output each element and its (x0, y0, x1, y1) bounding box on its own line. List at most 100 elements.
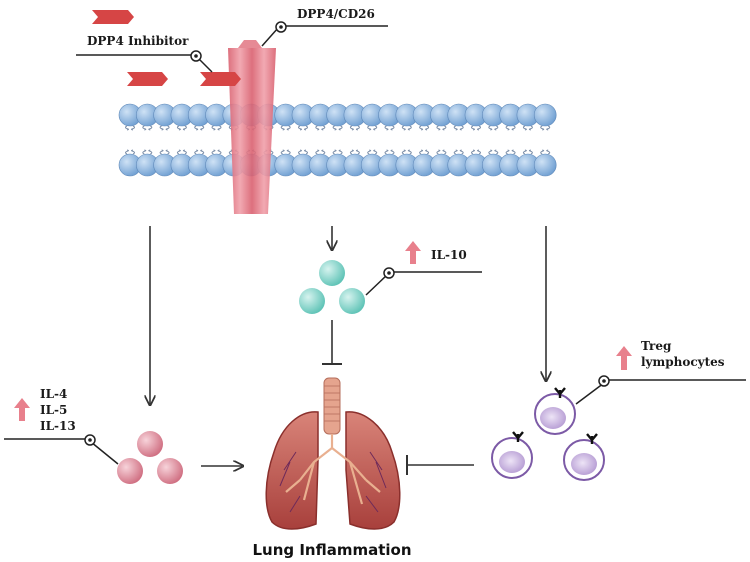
lipid-tail (148, 149, 153, 155)
lipid-tail (304, 125, 308, 131)
diagram-title: Lung Inflammation (252, 541, 411, 559)
lipid-tail (522, 125, 527, 131)
lipid-tail (298, 125, 302, 131)
lipid-tail (505, 149, 510, 155)
lipid-tail (540, 149, 545, 155)
lipid-tail (321, 149, 326, 155)
lipid-tail (125, 125, 129, 131)
treg-label-line2: lymphocytes (641, 355, 725, 369)
il10-label: IL-10 (431, 248, 467, 262)
lipid-tail (200, 149, 205, 155)
il5-label: IL-5 (40, 403, 67, 417)
inhibitor-label: DPP4 Inhibitor (87, 34, 189, 48)
inhibitor-callout (76, 50, 213, 73)
lipid-tail (459, 149, 464, 155)
receptor-label: DPP4/CD26 (297, 7, 375, 21)
lipid-tail (165, 149, 170, 155)
lipid-tail (217, 125, 222, 131)
lipid-tail (176, 125, 181, 131)
lipid-tail (471, 149, 475, 155)
lipid-tail (390, 149, 395, 155)
lipid-tail (315, 149, 320, 155)
lipid-tail (349, 149, 354, 155)
lipid-tail (367, 149, 372, 155)
up-arrow-icon (405, 241, 421, 264)
lipid-tail (511, 125, 516, 131)
lipid-tail (304, 149, 308, 155)
lipid-tail (419, 125, 424, 131)
lipid-tail (419, 149, 424, 155)
lipid-tail (338, 125, 343, 131)
lipid-tail (401, 125, 406, 131)
lipid-tail (425, 149, 430, 155)
lipid-tail (159, 149, 164, 155)
lipid-tail (511, 149, 516, 155)
lipid-tail (528, 149, 533, 155)
il10-callout (365, 267, 482, 296)
lipid-tail (142, 125, 147, 131)
lipid-tail (436, 149, 441, 155)
up-arrow-icon (14, 398, 30, 421)
lipid-tail (384, 149, 389, 155)
lipid-tail (442, 149, 447, 155)
lipid-tail (298, 149, 302, 155)
lipid-tail (540, 125, 545, 131)
lipid-tail (332, 149, 337, 155)
th2-cytokine-cells (117, 431, 183, 484)
lipid-tail (522, 149, 527, 155)
lipid-tail (182, 125, 187, 131)
lipid-tail (176, 149, 181, 155)
lipid-tail (453, 149, 458, 155)
lipid-tail (194, 149, 199, 155)
lipid-tail (211, 149, 216, 155)
th2-callout (4, 434, 119, 465)
lipid-tail (373, 149, 378, 155)
il13-label: IL-13 (40, 419, 76, 433)
lipid-tail (471, 125, 475, 131)
lipid-tail (194, 125, 199, 131)
lipid-tail (488, 125, 493, 131)
lipid-tail (488, 149, 493, 155)
dpp4-receptor-icon (228, 40, 276, 214)
lipid-tail (280, 149, 285, 155)
treg-label-line1: Treg (641, 339, 672, 353)
lipid-tail (546, 125, 551, 131)
lipid-tail (384, 125, 389, 131)
lipid-tail (148, 125, 153, 131)
lipid-tail (355, 149, 360, 155)
treg-cell-icon (534, 387, 576, 435)
lipid-tail (425, 125, 430, 131)
lipid-tail (349, 125, 354, 131)
lipid-tail (315, 125, 320, 131)
lipid-tail (165, 125, 170, 131)
lipid-tail (528, 125, 533, 131)
lipid-tail (182, 149, 187, 155)
lipid-head (533, 103, 557, 127)
lipid-tail (332, 125, 337, 131)
lipid-tail (442, 125, 447, 131)
lipid-tail (494, 125, 499, 131)
lipid-tail (125, 149, 129, 155)
lipid-tail (159, 125, 164, 131)
lipid-tail (407, 125, 412, 131)
il10-cells (299, 260, 365, 314)
lipid-tail (286, 125, 291, 131)
up-arrow-icon (616, 346, 632, 370)
lipid-tail (373, 125, 378, 131)
lipid-tail (494, 149, 499, 155)
lipid-bilayer (118, 103, 557, 177)
lipid-tail (355, 125, 360, 131)
lipid-tail (131, 125, 135, 131)
lipid-tail (546, 149, 551, 155)
lipid-tail (436, 125, 441, 131)
lipid-tail (200, 125, 205, 131)
receptor-callout (261, 21, 388, 47)
lipid-tail (286, 149, 291, 155)
lipid-tail (401, 149, 406, 155)
lipid-tail (453, 125, 458, 131)
lipid-tail (211, 125, 216, 131)
lipid-tail (459, 125, 464, 131)
lipid-tail (477, 125, 481, 131)
lipid-tail (407, 149, 412, 155)
treg-cell-icon (491, 431, 533, 479)
